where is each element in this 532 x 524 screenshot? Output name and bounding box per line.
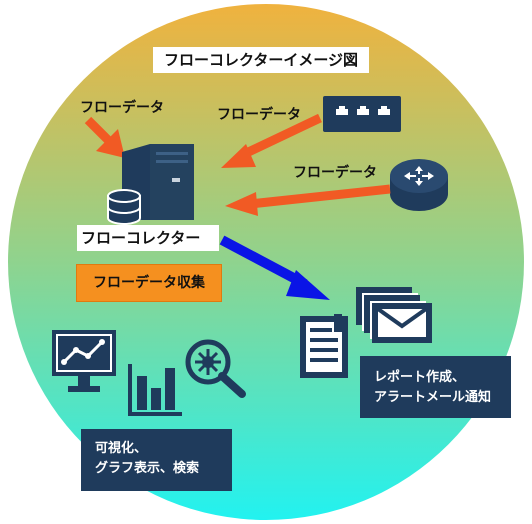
report-line-2: アラートメール通知 bbox=[374, 390, 492, 405]
search-icon bbox=[185, 339, 246, 398]
flow-arrow-switch bbox=[221, 113, 322, 168]
report-line-1: レポート作成、 bbox=[374, 370, 466, 385]
switch-icon bbox=[323, 96, 401, 132]
flow-data-label: フローデータ bbox=[217, 107, 301, 123]
bar-chart-icon bbox=[128, 364, 182, 416]
report-arrow bbox=[219, 235, 330, 300]
viz-line-1: 可視化、 bbox=[95, 441, 148, 456]
diagram-title: フローコレクターイメージ図 bbox=[153, 47, 369, 73]
document-icon bbox=[300, 314, 348, 378]
monitor-chart-icon bbox=[52, 330, 116, 392]
router-icon bbox=[390, 159, 448, 211]
flow-data-label: フローデータ bbox=[293, 165, 377, 181]
viz-line-2: グラフ表示、検索 bbox=[95, 461, 200, 476]
flow-arrow-router bbox=[225, 184, 391, 216]
report-alert-box: レポート作成、 アラートメール通知 bbox=[360, 356, 511, 418]
mail-icon bbox=[356, 287, 432, 343]
flow-data-label: フローデータ bbox=[80, 100, 164, 116]
flow-data-collection-label: フローデータ収集 bbox=[76, 264, 222, 302]
visualization-box: 可視化、 グラフ表示、検索 bbox=[81, 429, 232, 491]
database-icon bbox=[107, 189, 141, 225]
flow-collector-label: フローコレクター bbox=[77, 225, 219, 251]
flow-arrow-left bbox=[84, 116, 125, 158]
